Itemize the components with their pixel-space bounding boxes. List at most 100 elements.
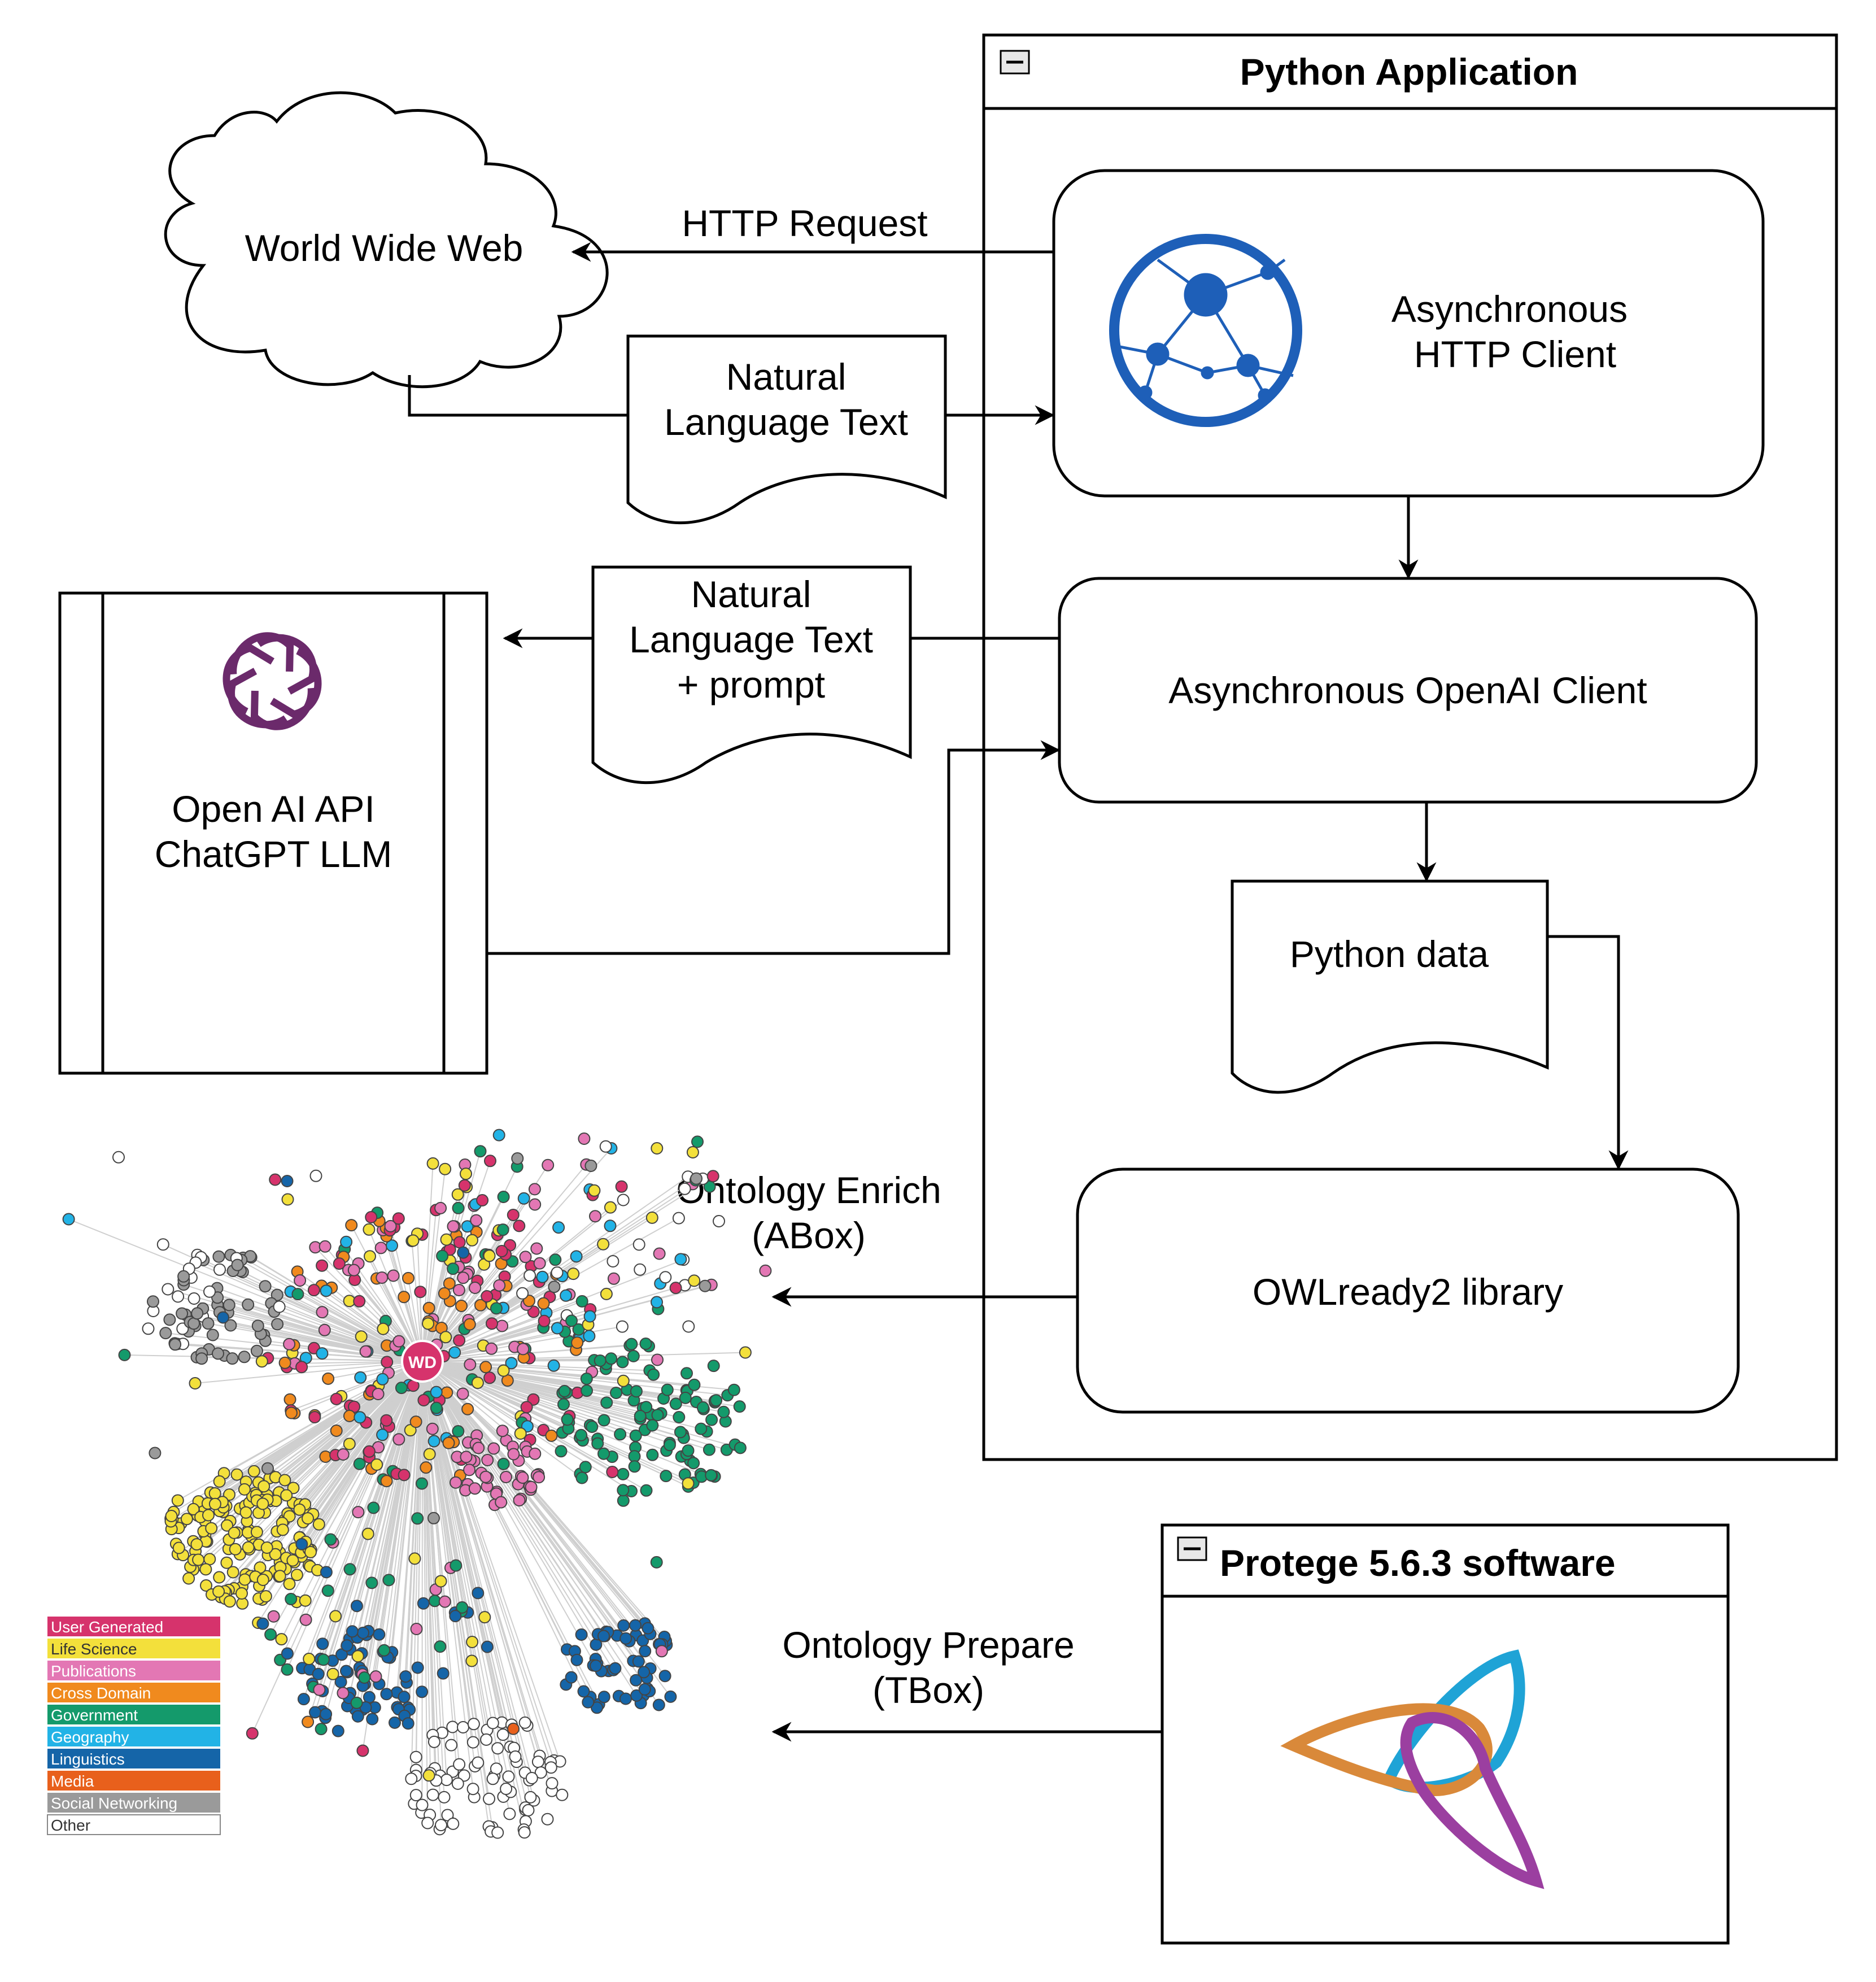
network-node [463, 1463, 476, 1476]
network-node [347, 1264, 360, 1277]
network-node [487, 1442, 500, 1455]
network-node [529, 1198, 542, 1211]
network-node [276, 1523, 289, 1536]
http-request-label: HTTP Request [682, 202, 927, 244]
network-node [280, 1489, 293, 1502]
network-node [597, 1414, 610, 1427]
network-node [352, 1506, 365, 1519]
network-node [283, 1578, 296, 1591]
network-node [416, 1685, 429, 1698]
network-node [442, 1436, 455, 1449]
network-node [169, 1338, 182, 1351]
network-node [171, 1494, 184, 1507]
protege-collapse-icon[interactable] [1177, 1536, 1207, 1561]
network-node [264, 1628, 277, 1641]
network-node [226, 1352, 239, 1365]
network-node [615, 1180, 628, 1193]
network-node [191, 1307, 204, 1320]
network-node [176, 1307, 189, 1320]
network-edge [224, 1361, 423, 1592]
network-node [717, 1405, 730, 1418]
openai-api-label-1: Open AI API [172, 788, 375, 830]
openai-client-label: Asynchronous OpenAI Client [1168, 669, 1647, 711]
network-node [619, 1632, 632, 1645]
network-node [389, 1716, 401, 1729]
network-node [421, 1817, 434, 1829]
network-node [423, 1448, 436, 1461]
network-node [238, 1573, 251, 1586]
network-node [343, 1563, 356, 1576]
network-node [570, 1250, 583, 1263]
network-node [607, 1255, 619, 1267]
network-node [575, 1295, 588, 1308]
network-node [695, 1422, 708, 1435]
legend-label: Life Science [51, 1640, 137, 1658]
network-node [455, 1300, 468, 1312]
network-node [660, 1470, 673, 1483]
network-node [461, 1402, 474, 1415]
network-node [290, 1569, 303, 1582]
network-node [435, 1819, 447, 1832]
network-node [256, 1617, 269, 1630]
network-node [220, 1556, 233, 1569]
network-node [497, 1191, 510, 1203]
network-node [302, 1715, 315, 1728]
network-node [556, 1788, 569, 1801]
nl-text-label-2: Language Text [664, 401, 908, 443]
openai-logo-icon [222, 632, 322, 730]
network-node [474, 1299, 487, 1312]
network-node [256, 1497, 269, 1510]
network-node [295, 1537, 308, 1550]
network-node [316, 1306, 329, 1319]
network-edge [422, 1361, 604, 1454]
network-edge [422, 1361, 555, 1761]
network-node [283, 1393, 296, 1406]
network-node [481, 1454, 494, 1466]
network-node [337, 1687, 350, 1700]
legend-swatch [47, 1749, 220, 1768]
network-node [269, 1548, 282, 1561]
network-node [340, 1665, 352, 1678]
network-node [358, 1671, 371, 1684]
network-node [706, 1170, 719, 1183]
network-node [627, 1349, 640, 1362]
network-node [588, 1184, 601, 1197]
network-node [283, 1338, 296, 1351]
network-node [710, 1394, 723, 1407]
network-node [448, 1346, 461, 1359]
legend-label: Media [51, 1772, 94, 1790]
network-edge [422, 1361, 533, 1779]
network-edge [196, 1361, 423, 1545]
network-node [189, 1377, 202, 1389]
network-node [350, 1696, 363, 1709]
network-node [447, 1817, 460, 1830]
network-node [549, 1253, 562, 1266]
network-node [523, 1269, 536, 1282]
network-node [258, 1480, 271, 1493]
network-node [617, 1494, 630, 1507]
network-node [571, 1336, 584, 1349]
python-data-label: Python data [1290, 933, 1489, 975]
network-node [575, 1428, 588, 1441]
network-node [376, 1271, 389, 1284]
network-node [273, 1570, 286, 1583]
network-node [420, 1461, 433, 1474]
network-edge [422, 1361, 561, 1762]
network-node [503, 1807, 516, 1820]
nl-text-label-1: Natural [726, 356, 847, 398]
network-node [382, 1574, 395, 1587]
network-node [317, 1653, 330, 1666]
network-node [690, 1172, 703, 1185]
network-node [492, 1129, 505, 1142]
network-node [307, 1284, 320, 1297]
network-node [451, 1777, 464, 1790]
network-node [616, 1356, 629, 1369]
legend-label: Linguistics [51, 1750, 125, 1768]
network-node [363, 1445, 376, 1458]
network-node [372, 1388, 385, 1400]
network-node [221, 1519, 233, 1532]
network-node [409, 1750, 422, 1763]
collapse-icon[interactable] [1000, 50, 1030, 75]
network-node [733, 1400, 746, 1413]
